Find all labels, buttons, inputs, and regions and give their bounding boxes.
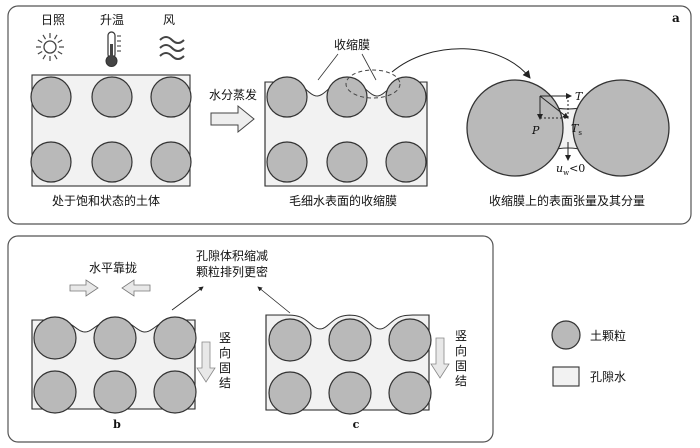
soil-particle bbox=[388, 318, 432, 362]
membrane-soil-box bbox=[264, 76, 428, 187]
note-pointer-c bbox=[257, 286, 291, 314]
soil-particle bbox=[30, 141, 72, 183]
panel-b-vertical-label-char: 固 bbox=[219, 361, 231, 375]
soil-particle bbox=[268, 318, 312, 362]
soil-particle bbox=[328, 318, 372, 362]
panel-b-vertical-label-char: 结 bbox=[219, 376, 231, 390]
zoom-particle-right bbox=[572, 79, 670, 177]
arrow-right-in bbox=[69, 279, 99, 297]
label-P: P bbox=[531, 124, 540, 137]
soil-particle bbox=[33, 316, 77, 360]
soil-particle bbox=[266, 76, 308, 118]
note-line1: 孔隙体积缩减 bbox=[196, 248, 268, 263]
soil-particle bbox=[91, 76, 133, 118]
panel-c-vertical-arrow bbox=[430, 337, 450, 379]
label-uw: uw<0 bbox=[556, 162, 585, 177]
soil-particle bbox=[388, 371, 432, 415]
soil-particle bbox=[91, 141, 133, 183]
box2-caption: 毛细水表面的收缩膜 bbox=[289, 193, 397, 208]
temp-label: 升温 bbox=[100, 13, 124, 27]
arrow-left-in bbox=[121, 279, 151, 297]
panel-a-letter: a bbox=[672, 11, 680, 25]
soil-particle bbox=[30, 76, 72, 118]
soil-particle bbox=[150, 141, 192, 183]
panel-c-soil-box bbox=[265, 314, 432, 415]
legend-water-swatch bbox=[552, 366, 580, 387]
membrane-pointer-1 bbox=[317, 53, 339, 81]
zoom-focus-ellipse bbox=[345, 69, 401, 99]
panel-c-letter: c bbox=[353, 418, 360, 431]
soil-particle bbox=[268, 371, 312, 415]
soil-particle bbox=[326, 141, 368, 183]
note-line2: 颗粒排列更密 bbox=[196, 264, 268, 279]
wind-icon bbox=[159, 36, 185, 60]
soil-particle bbox=[150, 76, 192, 118]
horizontal-label: 水平靠拢 bbox=[89, 261, 137, 275]
zoom-caption: 收缩膜上的表面张量及其分量 bbox=[489, 193, 645, 208]
soil-particle bbox=[93, 370, 137, 414]
soil-particle bbox=[385, 141, 427, 183]
zoom-view: T P Ts uw<0 bbox=[466, 79, 670, 177]
panel-c-vertical-label-char: 固 bbox=[455, 359, 467, 373]
note-pointer-b bbox=[171, 286, 204, 311]
panel-c-vertical-label-char: 向 bbox=[455, 343, 467, 358]
process-label: 水分蒸发 bbox=[209, 87, 257, 102]
panel-b-vertical-label-char: 向 bbox=[219, 345, 231, 360]
panel-b-soil-box bbox=[31, 316, 197, 414]
box1-caption: 处于饱和状态的土体 bbox=[52, 193, 160, 208]
membrane-label: 收缩膜 bbox=[334, 37, 370, 52]
sun-label: 日照 bbox=[41, 13, 65, 27]
thermometer-icon bbox=[105, 31, 121, 67]
panel-b-letter: b bbox=[113, 418, 121, 431]
process-arrow bbox=[210, 104, 255, 134]
soil-particle bbox=[326, 76, 368, 118]
wind-label: 风 bbox=[163, 13, 175, 27]
zoom-arrow bbox=[391, 48, 531, 79]
zoom-particle-left bbox=[466, 79, 564, 177]
label-T: T bbox=[575, 90, 584, 103]
panel-b-vertical-arrow bbox=[196, 341, 216, 383]
legend-water-label: 孔隙水 bbox=[590, 370, 626, 384]
membrane-pointer-2 bbox=[361, 53, 377, 81]
soil-particle bbox=[33, 370, 77, 414]
label-Ts: Ts bbox=[571, 122, 582, 137]
soil-particle bbox=[93, 316, 137, 360]
legend-particle-swatch bbox=[551, 320, 581, 350]
soil-particle bbox=[153, 370, 197, 414]
tension-vector-diag bbox=[539, 95, 569, 119]
saturated-soil-box bbox=[30, 74, 192, 187]
soil-particle bbox=[153, 316, 197, 360]
panel-c-vertical-label-char: 竖 bbox=[455, 329, 467, 343]
soil-particle bbox=[385, 76, 427, 118]
sun-icon bbox=[36, 33, 64, 61]
panel-b-vertical-label-char: 竖 bbox=[219, 331, 231, 345]
soil-particle bbox=[328, 371, 372, 415]
soil-particle bbox=[266, 141, 308, 183]
legend-particle-label: 土颗粒 bbox=[590, 328, 626, 343]
panel-c-vertical-label-char: 结 bbox=[455, 374, 467, 388]
